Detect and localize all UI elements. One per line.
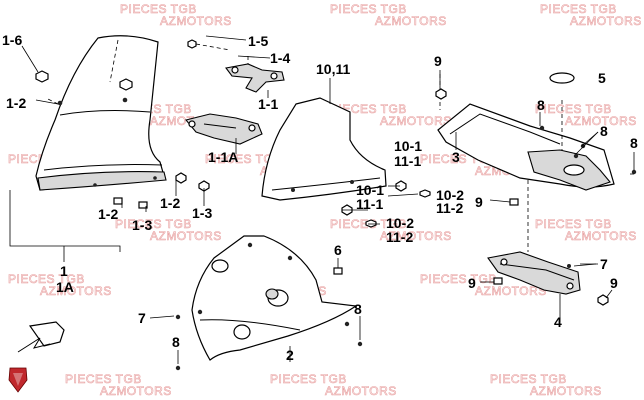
- callout-label: 1-2: [160, 195, 180, 211]
- brand-badge-icon: [8, 367, 28, 393]
- callout-label: 11-1: [394, 153, 421, 169]
- callout-label: 1-2: [98, 206, 118, 222]
- watermark-text: AZMOTORS: [380, 229, 452, 243]
- watermark-text: AZMOTORS: [570, 14, 642, 28]
- callout-label: 10-1: [356, 182, 384, 198]
- callout-label: 8: [600, 123, 608, 139]
- panel-3-part: [437, 74, 615, 252]
- callout-label: 11-2: [386, 229, 413, 245]
- cowl-2-part: [191, 235, 358, 361]
- watermark-text: AZMOTORS: [475, 284, 547, 298]
- callout-label: 10-2: [386, 215, 414, 231]
- windscreen-part: [35, 35, 167, 191]
- watermark-text: AZMOTORS: [375, 14, 447, 28]
- callout-labels: 1-6 1-2 1-5 1-4 1-1 1-1A 10,11 9 5 8 8 8…: [2, 32, 638, 363]
- callout-label: 4: [554, 314, 562, 330]
- callout-label: 1: [60, 263, 68, 279]
- watermark-text: AZMOTORS: [530, 384, 602, 398]
- callout-label: 1-3: [192, 205, 212, 221]
- watermark-text: PIECES TGB: [8, 272, 85, 286]
- leader-lines: [9, 35, 635, 364]
- callout-label: 1-4: [270, 50, 290, 66]
- watermark-text: AZMOTORS: [565, 229, 637, 243]
- watermark-text: PIECES TGB: [330, 2, 407, 16]
- bracket-4-part: [487, 251, 609, 306]
- watermark-text: PIECES TGB: [535, 217, 612, 231]
- watermark-text: AZMOTORS: [100, 384, 172, 398]
- windscreen-fasteners: [35, 39, 231, 209]
- callout-label: 5: [598, 70, 606, 86]
- watermark-text: AZMOTORS: [160, 14, 232, 28]
- callout-label: 10-1: [394, 138, 422, 154]
- bracket-1-4-part: [225, 56, 285, 93]
- watermark-text: AZMOTORS: [380, 114, 452, 128]
- callout-label: 1-3: [132, 217, 152, 233]
- callout-label: 9: [475, 194, 483, 210]
- callout-label: 8: [172, 334, 180, 350]
- callout-label: 11-1: [356, 196, 383, 212]
- watermark-text: PIECES TGB: [120, 2, 197, 16]
- watermark-text: AZMOTORS: [565, 114, 637, 128]
- loose-fasteners: [175, 314, 363, 371]
- callout-label: 10,11: [316, 61, 350, 77]
- callout-label: 1A: [56, 279, 74, 295]
- callout-label: 8: [354, 301, 362, 317]
- callout-label: 1-1: [258, 96, 278, 112]
- panel-3-fasteners: [435, 88, 637, 206]
- deflector-10-11-part: [261, 97, 387, 201]
- watermark-text: AZMOTORS: [40, 284, 112, 298]
- watermark-text: PIECES TGB: [540, 2, 617, 16]
- callout-label: 3: [452, 149, 460, 165]
- watermark-text: PIECES TGB: [420, 272, 497, 286]
- callout-label: 8: [630, 135, 638, 151]
- callout-label: 9: [434, 53, 442, 69]
- arrow-decal-icon: [17, 321, 65, 353]
- callout-label: 1-5: [248, 33, 268, 49]
- watermark-text: PIECES TGB: [115, 217, 192, 231]
- callout-label: 1-1A: [208, 149, 238, 165]
- watermark-text: PIECES TGB: [270, 372, 347, 386]
- callout-label: 10-2: [436, 187, 464, 203]
- watermark-text: PIECES TGB: [65, 372, 142, 386]
- callout-label: 11-2: [436, 200, 463, 216]
- callout-label: 7: [138, 310, 146, 326]
- watermark-text: PIECES TGB: [490, 372, 567, 386]
- watermark-text: AZMOTORS: [325, 384, 397, 398]
- callout-label: 1-6: [2, 32, 22, 48]
- watermark-text: AZMOTORS: [150, 229, 222, 243]
- watermark-text: PIECES TGB: [535, 102, 612, 116]
- watermark-text: PIECES TGB: [205, 152, 282, 166]
- callout-label: 7: [600, 256, 608, 272]
- callout-label: 8: [537, 97, 545, 113]
- grommet-5-part: [549, 72, 575, 84]
- callout-label: 9: [468, 275, 476, 291]
- callout-label: 2: [286, 347, 294, 363]
- callout-label: 6: [334, 242, 342, 258]
- callout-label: 9: [610, 275, 618, 291]
- bracket-1-1A-part: [185, 113, 263, 145]
- callout-label: 1-2: [6, 95, 26, 111]
- deflector-fasteners: [341, 180, 431, 228]
